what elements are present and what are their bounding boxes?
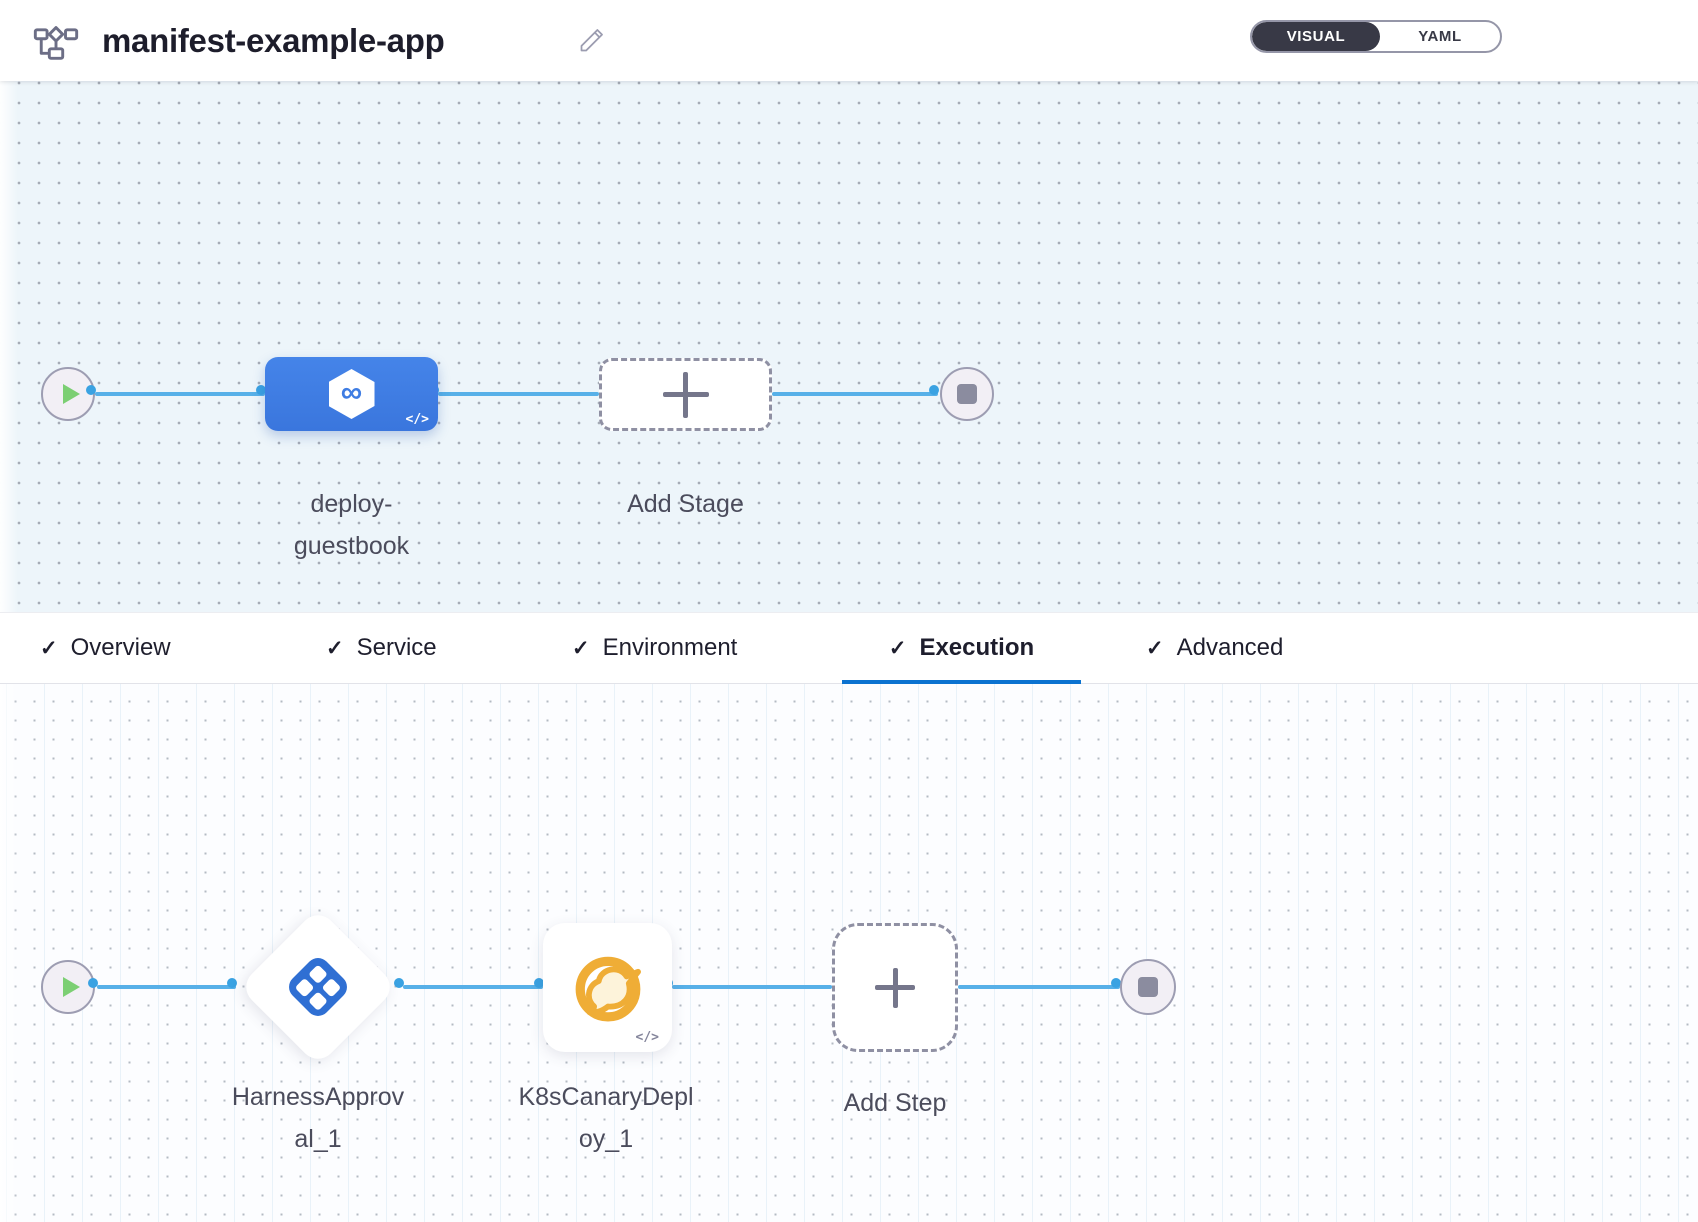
- harness-approval-icon: [284, 953, 352, 1021]
- execution-end-node: [1120, 959, 1176, 1015]
- edit-pencil-icon[interactable]: [578, 26, 606, 59]
- check-icon: ✓: [888, 636, 907, 660]
- add-stage-label: Add Stage: [627, 490, 744, 518]
- plus-icon: [662, 371, 709, 418]
- deployment-stage-icon: ∞: [328, 369, 375, 419]
- port: [1111, 978, 1121, 988]
- step-label-harness-approval: HarnessApprov al_1: [231, 1083, 405, 1153]
- page-title: manifest-example-app: [102, 22, 445, 59]
- edge-approval-to-canary: [403, 985, 543, 989]
- pipeline-start-node: [41, 367, 95, 421]
- tab-overview[interactable]: ✓ Overview: [40, 634, 171, 661]
- stop-icon: [957, 384, 977, 404]
- port: [394, 978, 404, 988]
- play-icon: [62, 977, 80, 997]
- check-icon: ✓: [1146, 636, 1164, 660]
- tab-environment[interactable]: ✓ Environment: [572, 634, 738, 661]
- edge-canary-to-addstep: [672, 985, 832, 989]
- port: [227, 978, 237, 988]
- stage-config-tabs: ✓ Overview ✓ Service ✓ Environment ✓ Exe…: [0, 612, 1698, 684]
- step-label-k8s-canary: K8sCanaryDepl oy_1: [518, 1083, 694, 1153]
- stage-graph-canvas[interactable]: ∞ </> deploy- guestbook Add Stage: [0, 81, 1698, 612]
- pipeline-end-node: [940, 367, 994, 421]
- step-node-harness-approval[interactable]: [238, 907, 398, 1067]
- yaml-toggle-button[interactable]: YAML: [1418, 28, 1462, 45]
- edge-start-to-approval: [97, 985, 236, 989]
- add-stage-button[interactable]: [599, 358, 772, 431]
- edge-start-to-stage: [95, 392, 265, 396]
- edge-addstep-to-end: [958, 985, 1120, 989]
- view-mode-toggle: VISUAL YAML: [1250, 20, 1502, 53]
- code-badge-icon: </>: [405, 412, 429, 427]
- pipeline-icon: [33, 22, 79, 65]
- stage-label: deploy- guestbook: [293, 490, 410, 560]
- port: [88, 978, 98, 988]
- header: manifest-example-app VISUAL YAML: [0, 0, 1698, 81]
- plus-icon: [875, 967, 915, 1008]
- edge-addstage-to-end: [772, 392, 938, 396]
- play-icon: [62, 384, 80, 404]
- visual-toggle-button[interactable]: VISUAL: [1252, 22, 1380, 51]
- tab-execution[interactable]: ✓ Execution: [842, 613, 1081, 684]
- port: [534, 978, 544, 988]
- canary-deploy-icon: [575, 956, 641, 1022]
- port: [929, 385, 939, 395]
- execution-start-node: [41, 960, 95, 1014]
- add-step-label: Add Step: [843, 1089, 947, 1117]
- check-icon: ✓: [326, 636, 344, 660]
- step-node-k8s-canary-deploy[interactable]: </>: [543, 923, 672, 1052]
- stop-icon: [1138, 977, 1158, 997]
- code-badge-icon: </>: [635, 1030, 659, 1045]
- check-icon: ✓: [40, 636, 58, 660]
- check-icon: ✓: [572, 636, 590, 660]
- port: [256, 385, 266, 395]
- port: [86, 385, 96, 395]
- edge-stage-to-addstage: [438, 392, 599, 396]
- execution-graph-canvas[interactable]: </> HarnessApprov al_1 K8sCanaryDepl oy_…: [0, 684, 1698, 1222]
- tab-service[interactable]: ✓ Service: [326, 634, 437, 661]
- stage-node-deploy-guestbook[interactable]: ∞ </>: [265, 357, 438, 431]
- tab-advanced[interactable]: ✓ Advanced: [1146, 634, 1284, 661]
- add-step-button[interactable]: [832, 923, 958, 1052]
